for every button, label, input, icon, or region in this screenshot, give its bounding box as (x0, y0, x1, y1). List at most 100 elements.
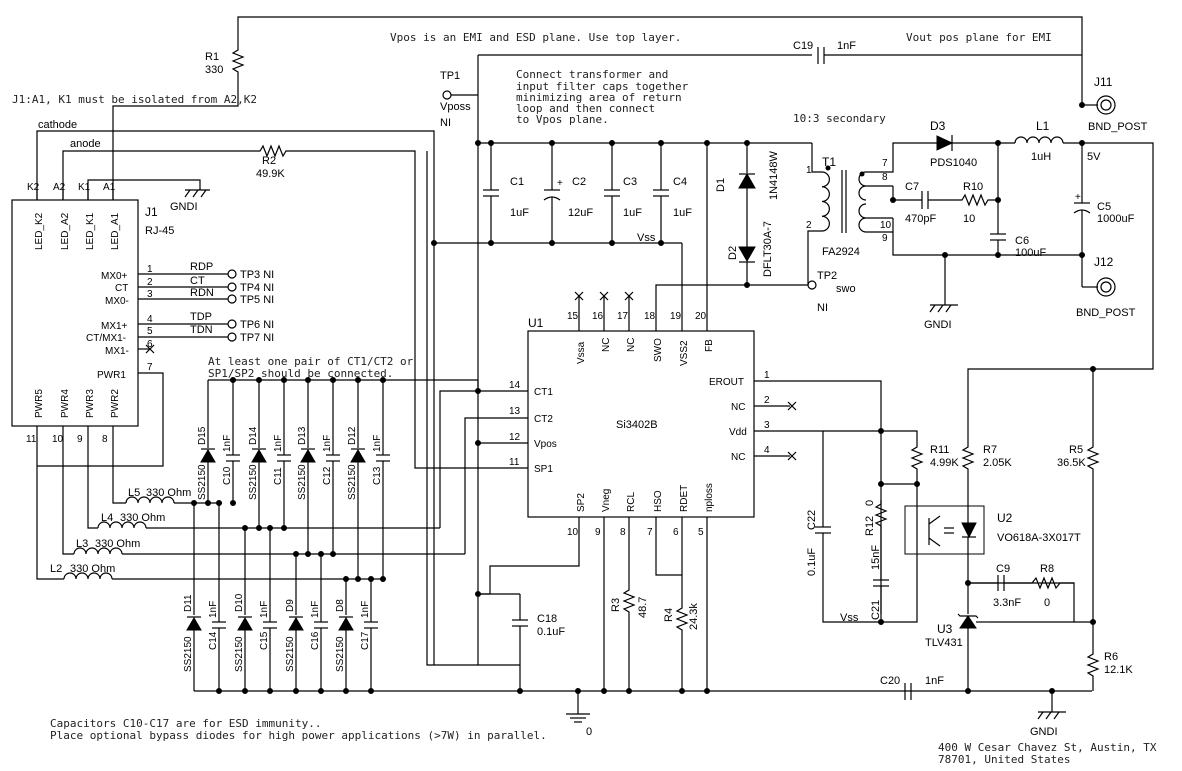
u1-num-15: 15 (567, 311, 579, 322)
r12-resistor (874, 500, 888, 580)
r2-resistor (254, 144, 294, 158)
d3-value: PDS1040 (930, 157, 977, 169)
c16-ref: C16 (310, 631, 321, 650)
c7-capacitor (893, 191, 957, 209)
c19-value: 1nF (837, 40, 856, 52)
net-rdp: RDP (190, 261, 213, 273)
wire-cathode (36, 130, 435, 243)
u1-pin-vdd: Vdd (729, 427, 747, 438)
d13-ref: D13 (297, 426, 308, 445)
note-esd-1: Capacitors C10-C17 are for ESD immunity.… (50, 717, 322, 730)
wire-t1-sec-top (866, 142, 937, 173)
j1-top-name-2: A2 (53, 182, 66, 193)
tp7-label: TP7 NI (240, 332, 274, 344)
j1-pin-mx1p: MX1+ (101, 321, 128, 332)
u1-num-1: 1 (764, 370, 770, 381)
note-vout-plane: Vout pos plane for EMI (906, 31, 1052, 44)
c16-value: 1nF (310, 601, 321, 618)
d14-ref: D14 (248, 426, 259, 445)
u1-ic-body (527, 330, 755, 518)
c17-value: 1nF (360, 601, 371, 618)
note-xfmr-2: input filter caps together (516, 80, 689, 93)
wire-pwr3 (87, 426, 98, 529)
note-isolation: J1:A1, K1 must be isolated from A2,K2 (12, 93, 257, 106)
c13-value: 1nF (372, 435, 383, 452)
u2-value: VO618A-3X017T (997, 532, 1081, 544)
j1-ref: J1 (145, 205, 158, 219)
u1-pin-nc4: NC (731, 452, 745, 463)
c18-ref: C18 (537, 613, 557, 625)
r4-resistor (675, 604, 689, 691)
r3-value: 48.7 (637, 597, 649, 618)
j11-value: BND_POST (1088, 121, 1148, 133)
wire-sec-return (866, 231, 1082, 256)
gndi-label-1: GNDI (170, 201, 198, 213)
u1-num-11: 11 (509, 457, 520, 468)
wire-sp1 (414, 398, 503, 469)
wire-ct2 (464, 417, 503, 554)
d2-tvs-diode (738, 246, 756, 288)
u1-ref: U1 (528, 316, 544, 330)
r1-value: 330 (205, 64, 223, 76)
u1-num-6: 6 (673, 527, 679, 538)
net-5v: 5V (1087, 151, 1101, 163)
u1-num-20: 20 (695, 311, 707, 322)
j1-pin-led-k2: LED_K2 (34, 212, 45, 250)
c2-ref: C2 (572, 176, 586, 188)
net-ct: CT (190, 275, 205, 287)
j1-num-2: 2 (147, 277, 153, 288)
c12-value: 1nF (322, 435, 333, 452)
d9-ref: D9 (285, 599, 296, 612)
note-ct-1: At least one pair of CT1/CT2 or (208, 355, 414, 368)
u1-num-5: 5 (698, 527, 704, 538)
u1-pin-nc17: NC (626, 338, 637, 352)
c7-value: 470pF (905, 213, 936, 225)
j1-value: RJ-45 (145, 225, 174, 237)
c17-ref: C17 (360, 631, 371, 650)
d2-value: DFLT30A-7 (762, 221, 774, 277)
j1-pin-mx0n: MX0- (105, 296, 129, 307)
u1-num-3: 3 (764, 420, 770, 431)
r6-resistor (1086, 650, 1100, 691)
c6-value: 100uF (1015, 247, 1046, 259)
d11-value: SS2150 (183, 636, 194, 672)
note-vpos-plane: Vpos is an EMI and ESD plane. Use top la… (390, 31, 681, 44)
c19-ref: C19 (793, 40, 813, 52)
wire-pwr1 (37, 372, 164, 467)
tp2-value: swo (836, 283, 856, 295)
c9-capacitor (968, 575, 1032, 591)
t1-pin-7: 7 (882, 158, 888, 169)
u3-ref: U3 (937, 622, 953, 636)
d9-value: SS2150 (285, 636, 296, 672)
j1-pin-ct: CT (115, 283, 128, 294)
c15-ref: C15 (259, 631, 270, 650)
u1-num-7: 7 (647, 527, 653, 538)
c4-value: 1uF (673, 207, 692, 219)
r4-ref: R4 (663, 608, 675, 622)
c21-ref: C21 (870, 600, 882, 620)
tp3-testpoint (227, 269, 237, 279)
u1-pin-hso: HSO (653, 490, 664, 512)
r7-value: 2.05K (983, 457, 1012, 469)
d8-ref: D8 (335, 599, 346, 612)
c6-ref: C6 (1015, 235, 1029, 247)
d12-value: SS2150 (347, 464, 358, 500)
tp2-testpoint (807, 280, 817, 290)
c1-value: 1uF (510, 207, 529, 219)
u1-pin-sp1: SP1 (534, 464, 553, 475)
j1-pin-pwr4: PWR4 (60, 389, 71, 418)
address-line-1: 400 W Cesar Chavez St, Austin, TX (938, 741, 1157, 754)
r1-ref: R1 (205, 51, 219, 63)
note-secondary: 10:3 secondary (793, 112, 886, 125)
j12-binding-post (1096, 277, 1116, 297)
esd-top-group (200, 377, 390, 582)
gndi-symbol-2 (929, 304, 958, 313)
j1-pin-pwr3: PWR3 (85, 389, 96, 418)
d1-value: 1N4148W (768, 150, 780, 200)
c20-value: 1nF (925, 675, 944, 687)
r8-resistor (1031, 576, 1074, 590)
tp4-label: TP4 NI (240, 282, 274, 294)
c19-capacitor (817, 47, 1082, 64)
u1-num-16: 16 (592, 311, 604, 322)
